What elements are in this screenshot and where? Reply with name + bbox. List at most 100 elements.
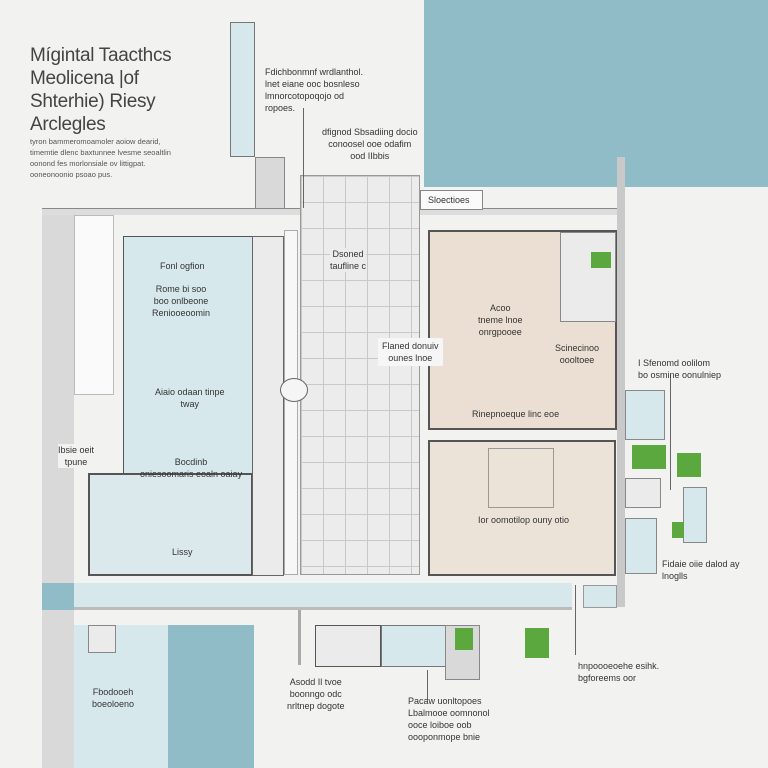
top-note: Fdichbonmnf wrdlanthol. lnet eiane ooc b… [265,66,363,114]
center-top-note: dfignod Sbsadiing docio conoosel ooe oda… [322,126,418,162]
label-line: oooltoee [559,355,595,365]
tower-base [255,157,285,210]
label-line: Aiaio odaan tinpe [155,387,225,397]
label-line: Fidaie oiie dalod ay [662,559,740,569]
beige-upper-label: Acoo tneme lnoe onrgpooee [478,302,523,338]
label-line: oniesoomaris eoaln oaiay [140,469,243,479]
beige-right-label: Scinecinoo oooltoee [555,342,599,366]
label-line: Bocdinb [174,457,208,467]
leader-line [427,670,428,700]
left-mid-label: Bocdinb oniesoomaris eoaln oaiay [140,456,242,480]
center-corridor [284,230,298,575]
tower-strip [230,22,255,157]
green-space [632,445,666,469]
green-space [677,453,701,477]
horizontal-corridor [42,583,572,610]
teal-block-top-right [424,0,768,187]
leader-line [303,108,304,208]
diagram-title: Mígintal Taacthcs Meolicena |of Shterhie… [30,44,172,136]
green-space [591,252,611,268]
bottom-small-room [88,625,116,653]
bottom-teal-block [168,625,254,768]
green-space [455,628,473,650]
left-room-lower-label: Aiaio odaan tinpe tway [155,386,225,410]
label-line: Rome bi soo [155,284,207,294]
label-line: ood IIbbis [350,151,390,161]
label-line: oooponmope bnie [408,732,481,742]
label-line: tneme lnoe [478,315,523,325]
far-left-label: Ibsie oeit tpune [58,444,95,468]
title-line: Arclegles [30,114,106,135]
left-room-mid-label: Rome bi soo boo onlbeone Reniooeoomin [152,283,210,319]
right-room-d [625,518,657,574]
label-line: Lbalmooe oomnonol [408,708,490,718]
label-line: Reniooeoomin [152,308,211,318]
label-line: Ibsie oeit [58,445,95,455]
right-wall [617,157,625,607]
center-mid-label: Flaned donuiv ounes lnoe [378,338,443,366]
beige-upper-service [560,232,616,322]
label-line: lmnorcotopoqojo od [265,91,345,101]
center-upper-label: Dsoned taufline c [330,248,367,272]
beige-lower-hall [428,440,616,576]
intro-line: ooneonoonio psoao pus. [30,170,113,179]
intro-line: timemtie dlenc baxtunnee lvesme seoaltli… [30,148,171,157]
label-line: tway [180,399,200,409]
bottom-room-a [315,625,381,667]
title-line: Mígintal Taacthcs [30,45,172,66]
right-upper-label: I Sfenomd oolilom bo osmine oonulniep [638,357,721,381]
intro-line: oonond fes morlonsiale ov littigpat. [30,159,146,168]
label-line: boo onlbeone [153,296,209,306]
beige-bottom-label: Rinepnoeque linc eoe [472,409,560,419]
label-line: boeoloeno [92,699,135,709]
bottom-left-label: Fbodooeh boeoloeno [92,686,134,710]
green-space [525,628,549,658]
label-line: lnoglls [662,571,688,581]
title-line: Shterhie) Riesy [30,91,156,112]
label-line: ounes lnoe [388,353,433,363]
green-space [672,522,684,538]
label-line: Fdichbonmnf wrdlanthol. [265,67,364,77]
label-line: tpune [64,457,88,467]
left-lower-label: Lissy [172,547,193,557]
circular-node [280,378,308,402]
bottom-center-b-label: Pacaw uonltopoes Lbalmooe oomnonol ooce … [408,695,490,743]
label-line: Asodd Il tvoe [289,677,342,687]
label-line: hnpoooeoehe esihk. [578,661,660,671]
side-tag-label: Sloectioes [428,195,470,205]
label-line: bgforeems oor [578,673,637,683]
left-room [74,215,114,395]
leader-line [575,585,576,655]
corridor-box [583,585,617,608]
right-room-c [683,487,707,543]
label-line: nrltnep dogote [287,701,345,711]
bottom-right-label: hnpoooeoehe esihk. bgforeems oor [578,660,659,684]
label-line: I Sfenomd oolilom [638,358,711,368]
label-line: lnet eiane ooc bosnleso [265,79,360,89]
intro-line: tyron bammeromoamoler aoiow dearid, [30,137,161,146]
bottom-center-a-label: Asodd Il tvoe boonngo odc nrltnep dogote [287,676,345,712]
beige-lower-inner-room [488,448,554,508]
label-line: Acoo [490,303,511,313]
label-line: conoosel ooe odafim [328,139,412,149]
left-lower-room [88,473,253,576]
label-line: bo osmine oonulniep [638,370,722,380]
right-lower-label: Fidaie oiie dalod ay lnoglls [662,558,740,582]
corridor-end [42,583,74,610]
label-line: Dsoned [332,249,364,259]
label-line: Flaned donuiv [382,341,439,351]
side-tag-box [420,190,483,210]
label-line: ropoes. [265,103,296,113]
label-line: dfignod Sbsadiing docio [322,127,418,137]
left-service-column [252,236,284,576]
intro-text: tyron bammeromoamoler aoiow dearid, time… [30,136,171,180]
bottom-room-b [381,625,451,667]
label-line: boonngo odc [289,689,342,699]
right-room-b [625,478,661,508]
label-line: Pacaw uonltopoes [408,696,482,706]
outer-left-wall [42,208,74,768]
center-grid-block [300,175,420,575]
bottom-pipe [298,610,301,665]
label-line: onrgpooee [478,327,522,337]
beige-lower-label: Ior oomotilop ouny otio [478,515,570,525]
